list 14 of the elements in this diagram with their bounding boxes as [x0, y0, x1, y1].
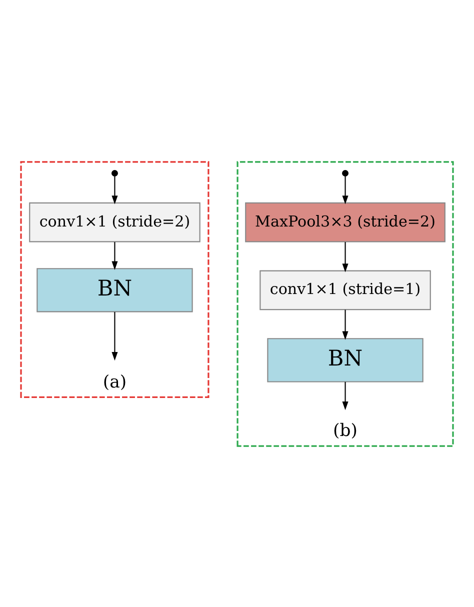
- arrow: [342, 176, 348, 204]
- node-box: conv1×1 (stride=1): [260, 270, 431, 310]
- node-box: BN: [267, 338, 424, 382]
- arrow: [342, 309, 348, 340]
- arrow: [112, 311, 118, 360]
- arrow: [112, 242, 118, 270]
- node-circle: [342, 170, 349, 176]
- node-box: MaxPool3×3 (stride=2): [245, 202, 446, 242]
- node-box: conv1×1 (stride=2): [29, 202, 200, 242]
- node-box: BN: [36, 268, 193, 312]
- arrow: [342, 381, 348, 410]
- arrow: [112, 176, 118, 204]
- node-circle: [111, 170, 118, 176]
- arrow: [342, 242, 348, 272]
